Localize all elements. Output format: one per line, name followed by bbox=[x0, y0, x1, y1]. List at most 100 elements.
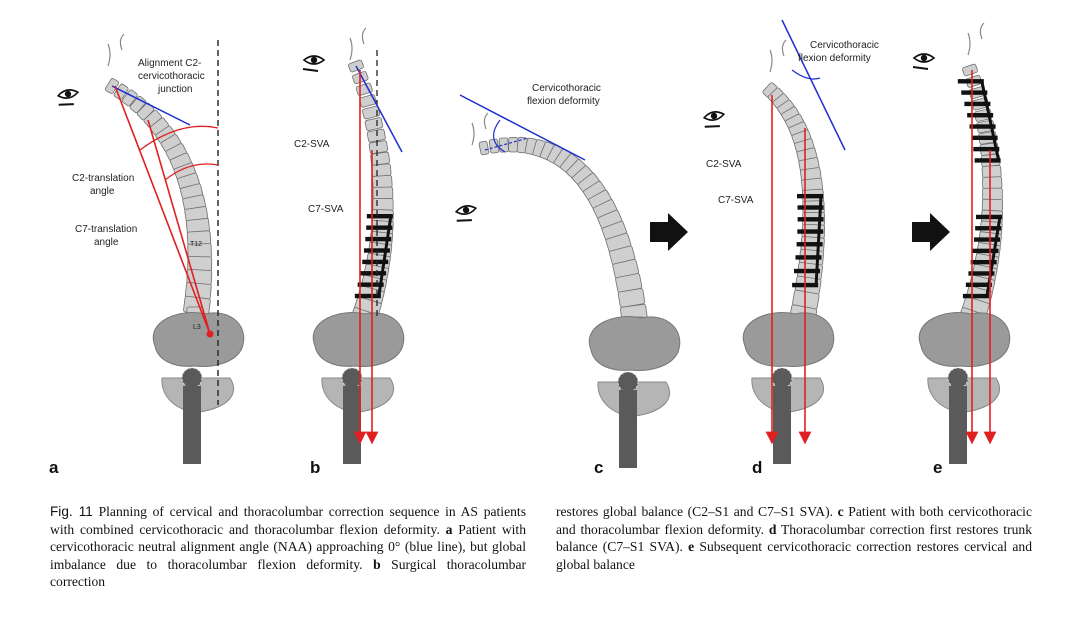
skull-contour bbox=[361, 27, 367, 45]
flexion-angle-arc bbox=[493, 119, 506, 153]
pedicle-screw-icon bbox=[964, 101, 991, 107]
flexion-reference-line bbox=[484, 137, 529, 151]
femoral-head bbox=[947, 367, 969, 389]
vertebra bbox=[371, 163, 392, 178]
eye-pupil bbox=[920, 54, 928, 62]
fixation-rod bbox=[985, 216, 1002, 297]
fixation-rod bbox=[814, 196, 823, 286]
skull-contour bbox=[349, 37, 353, 61]
panel-d bbox=[702, 19, 846, 464]
pedicle-screw-icon bbox=[972, 248, 999, 254]
skull-contour bbox=[979, 22, 985, 40]
label-c7-angle-line2: angle bbox=[94, 237, 119, 248]
pedicle-screw-icon bbox=[360, 271, 387, 276]
pedicle-screw-icon bbox=[797, 205, 824, 210]
eye-lash bbox=[704, 125, 720, 128]
c2-translation-line bbox=[114, 85, 211, 335]
vertebra bbox=[366, 128, 386, 143]
caption-ref-c: c bbox=[837, 504, 844, 519]
skull-contour bbox=[769, 49, 773, 73]
panel-c bbox=[454, 94, 681, 468]
skull-contour bbox=[119, 33, 125, 51]
caption-ref-b: b bbox=[373, 556, 381, 572]
label-l3: L3 bbox=[193, 324, 201, 331]
fixation-rod bbox=[980, 80, 1001, 161]
eye-pupil bbox=[462, 206, 470, 214]
label-alignment-line2: cervicothoracic bbox=[138, 71, 205, 82]
vertebra bbox=[982, 187, 1003, 201]
c2-angle-arc bbox=[139, 125, 219, 151]
eye-icon bbox=[454, 205, 478, 222]
eye-pupil bbox=[710, 112, 718, 120]
caption-intro: Planning of cervical and thoracolumbar c… bbox=[50, 504, 526, 537]
pedicle-screw-icon bbox=[961, 90, 988, 95]
eye-lash bbox=[456, 219, 472, 222]
panel-b bbox=[302, 27, 405, 464]
pedicle-screw-icon bbox=[957, 79, 984, 84]
eye-lash bbox=[912, 66, 929, 70]
femur bbox=[619, 390, 637, 468]
caption-text-d: Thoracolumbar correction first restores … bbox=[556, 521, 1032, 555]
caption-text-b2: restores global balance (C2–S1 and C7–S1… bbox=[556, 504, 838, 519]
fixation-rod bbox=[377, 215, 393, 297]
vertebra bbox=[372, 174, 393, 189]
vertebra bbox=[370, 151, 390, 166]
label-t12: T12 bbox=[190, 241, 202, 248]
c7-translation-line bbox=[147, 119, 211, 335]
skull-contour bbox=[483, 112, 489, 130]
pedicle-screw-icon bbox=[794, 268, 821, 274]
vertebra bbox=[508, 136, 519, 153]
caption-text-a: Patient with cervicothoracic neutral ali… bbox=[50, 521, 526, 572]
cervicothoracic-alignment-line bbox=[459, 94, 586, 161]
pedicle-screw-icon bbox=[967, 113, 994, 118]
pedicle-screw-icon bbox=[354, 293, 381, 299]
pelvis bbox=[588, 316, 681, 371]
label-alignment-line1: Alignment C2- bbox=[138, 58, 201, 69]
pedicle-screw-icon bbox=[366, 225, 393, 230]
pedicle-screw-icon bbox=[365, 236, 392, 242]
femoral-head bbox=[617, 371, 639, 393]
pedicle-screw-icon bbox=[797, 217, 824, 222]
vertebra bbox=[121, 89, 138, 107]
label-c2-angle-line1: C2-translation bbox=[72, 173, 134, 184]
pedicle-screw-icon bbox=[969, 124, 996, 129]
panel-letter-b: b bbox=[310, 458, 320, 477]
neutral-alignment-line bbox=[355, 65, 403, 153]
pivot-point bbox=[206, 330, 214, 338]
pedicle-screw-icon bbox=[965, 282, 992, 287]
eye-icon bbox=[702, 111, 726, 128]
femur bbox=[949, 386, 967, 464]
vertebra bbox=[488, 138, 500, 154]
vertebra bbox=[364, 117, 384, 131]
panel-letter-a: a bbox=[49, 458, 59, 477]
femur bbox=[343, 386, 361, 464]
label-flexion-c-line1: Cervicothoracic bbox=[532, 83, 601, 94]
pedicle-screw-icon bbox=[973, 146, 1000, 152]
pedicle-screw-icon bbox=[357, 282, 384, 287]
femoral-head bbox=[341, 367, 363, 389]
panel-letter-e: e bbox=[933, 458, 942, 477]
caption-ref-a: a bbox=[445, 521, 453, 537]
eye-icon bbox=[302, 55, 326, 72]
caption-text-b: Surgical thoracolumbar correction bbox=[50, 556, 527, 590]
caption-ref-d: d bbox=[768, 521, 777, 537]
label-c2-angle-line2: angle bbox=[90, 186, 115, 197]
label-alignment-line3: junction bbox=[157, 84, 192, 95]
eye-icon bbox=[56, 89, 80, 106]
pedicle-screw-icon bbox=[795, 255, 822, 260]
figure-caption-left: Fig. 11 Planning of cervical and thoraco… bbox=[50, 503, 526, 591]
figure-number: Fig. 11 bbox=[50, 504, 93, 519]
pelvis bbox=[742, 312, 835, 367]
pedicle-screw-icon bbox=[962, 293, 989, 299]
femur bbox=[773, 386, 791, 464]
caption-ref-e: e bbox=[688, 539, 695, 555]
pedicle-screw-icon bbox=[968, 271, 995, 276]
pedicle-screw-icon bbox=[797, 193, 824, 199]
c7-angle-arc bbox=[164, 163, 219, 181]
vertebra bbox=[362, 105, 381, 120]
neutral-alignment-line bbox=[111, 85, 191, 126]
caption-text-e: Subsequent cervicothoracic correction re… bbox=[556, 539, 1032, 572]
vertebra bbox=[982, 176, 1003, 190]
vertebra bbox=[478, 140, 490, 156]
arrow-right-icon bbox=[650, 213, 688, 251]
